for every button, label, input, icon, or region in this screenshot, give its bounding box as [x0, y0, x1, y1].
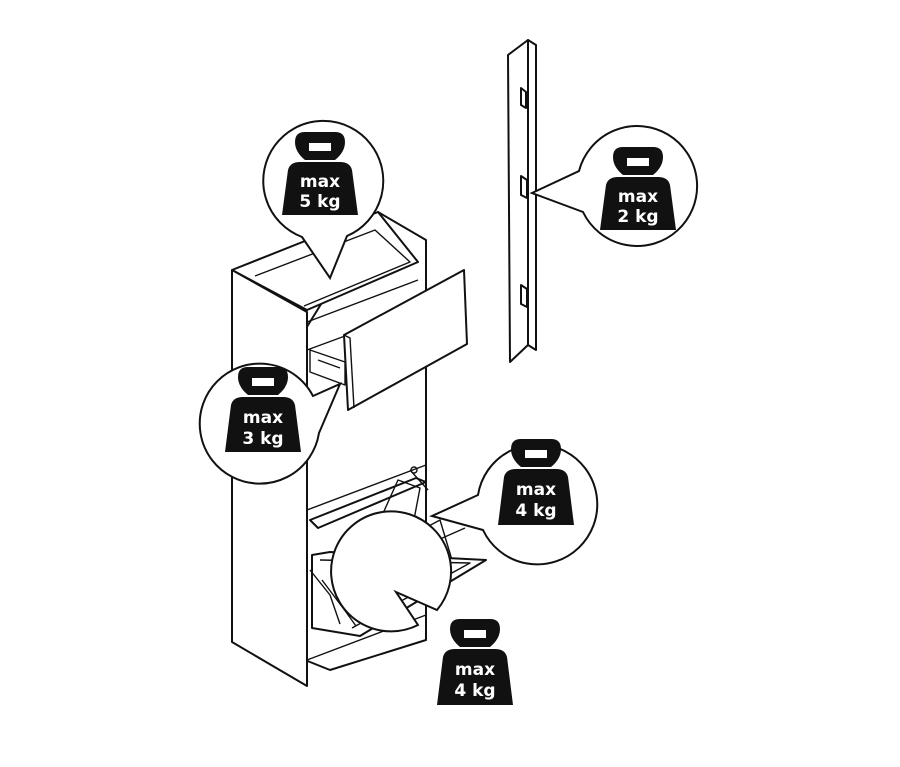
- callout-wall-hook-line2: 2 kg: [617, 207, 658, 227]
- upper-flap: [309, 477, 427, 529]
- drawer-slide: [309, 349, 346, 386]
- callout-drawer-line2: 3 kg: [242, 429, 283, 449]
- callout-lower-flap-bubble: [330, 510, 453, 633]
- drawer-front: [343, 269, 468, 411]
- callout-lower-flap: max 4 kg: [330, 510, 513, 705]
- callout-wall-hook-line1: max: [618, 187, 658, 207]
- drawer-front-edge: [343, 334, 355, 409]
- callout-upper-flap-line2: 4 kg: [515, 501, 556, 521]
- callout-lower-flap-line2: 4 kg: [454, 681, 495, 701]
- hook-bottom: [520, 284, 528, 308]
- callout-lower-flap-line1: max: [455, 660, 495, 680]
- hook-top: [520, 87, 527, 109]
- callout-top-shelf-line2: 5 kg: [299, 192, 340, 212]
- hook-rail-front: [507, 39, 529, 363]
- hook-middle: [520, 175, 528, 199]
- weight-icon: [600, 147, 676, 230]
- callout-upper-flap-line1: max: [516, 480, 556, 500]
- weight-icon: [437, 619, 513, 705]
- callout-top-shelf-line1: max: [300, 172, 340, 192]
- weight-icon: [498, 439, 574, 525]
- callout-wall-hook: max 2 kg: [529, 125, 699, 247]
- callout-drawer-line1: max: [243, 408, 283, 428]
- cabinet-inner-shelf: [306, 279, 427, 661]
- hinge-pivot-top: [410, 466, 418, 474]
- callout-upper-flap: max 4 kg: [429, 439, 599, 566]
- weight-icon: [225, 367, 301, 452]
- hook-rail-side: [527, 39, 537, 351]
- wall-hook-rail: [507, 39, 537, 363]
- callout-drawer: max 3 kg: [198, 362, 342, 485]
- weight-icon: [282, 132, 358, 215]
- callout-top-shelf: max 5 kg: [262, 119, 385, 281]
